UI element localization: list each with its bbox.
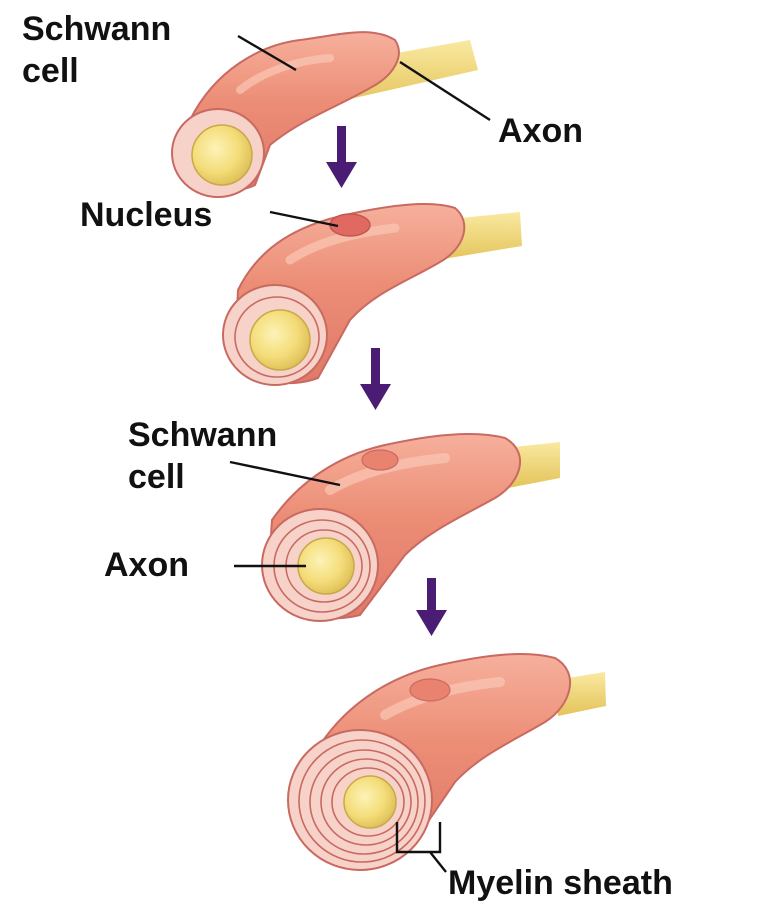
down-arrow-icon (416, 578, 447, 636)
schwann-cell-label-2: Schwann cell (128, 416, 287, 496)
down-arrow-icon (360, 348, 391, 410)
schwann-cell-label-1: Schwann cell (22, 10, 181, 90)
stage-3-axon-face (298, 538, 354, 594)
stage-1-axon-face (192, 125, 252, 185)
stage-4-axon-face (344, 776, 396, 828)
leader-myelin-sheath (430, 852, 446, 872)
nucleus-label: Nucleus (80, 196, 212, 234)
stage-3 (262, 434, 560, 621)
axon-label-2: Axon (104, 546, 189, 584)
down-arrow-icon (326, 126, 357, 188)
stage-4 (288, 654, 606, 870)
stage-1 (172, 32, 478, 197)
axon-label-1: Axon (498, 112, 583, 150)
stage-2-axon-face (250, 310, 310, 370)
myelin-sheath-label: Myelin sheath (448, 864, 673, 902)
